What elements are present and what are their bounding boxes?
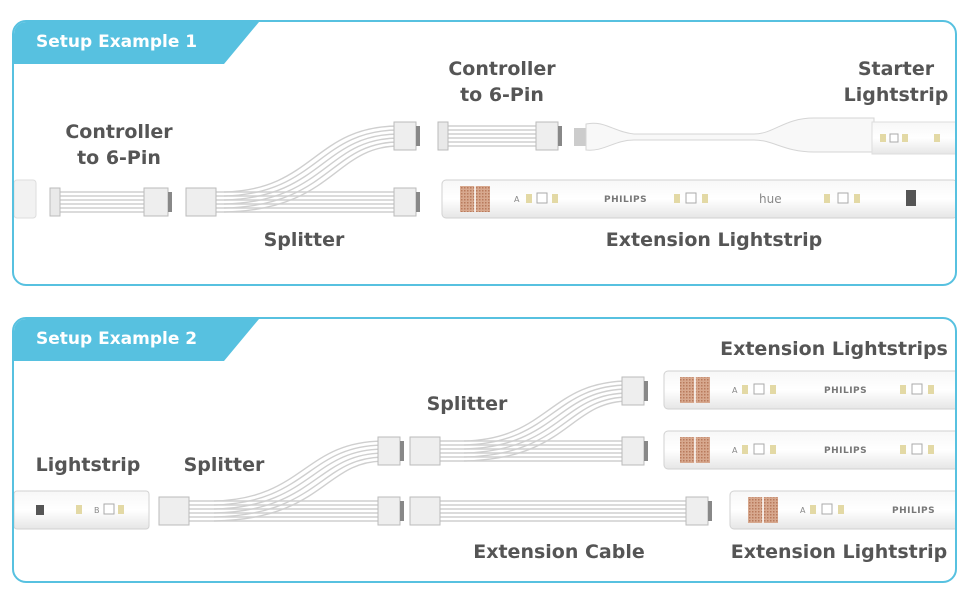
svg-text:A: A (800, 506, 806, 515)
label-controller-top: Controller to 6-Pin (448, 58, 556, 106)
svg-text:PHILIPS: PHILIPS (604, 195, 647, 205)
label-splitter-middle: Splitter (426, 393, 508, 415)
label-splitter: Splitter (263, 229, 345, 251)
setup-example-1-panel: Setup Example 1 (12, 20, 957, 286)
label-extension-lightstrip: Extension Lightstrip (730, 541, 948, 563)
extension-cable (419, 500, 694, 522)
label-extension-lightstrips: Extension Lightstrips (720, 338, 948, 360)
label-extension-cable: Extension Cable (473, 541, 645, 563)
setup-example-2-tab: Setup Example 2 (14, 319, 259, 361)
svg-text:B: B (94, 506, 100, 515)
setup-example-1-tab: Setup Example 1 (14, 22, 259, 64)
svg-text:A: A (732, 446, 738, 455)
splitter-1 (194, 125, 400, 213)
controller-to-6pin-left (54, 191, 149, 213)
lightstrip-left: B (14, 490, 150, 530)
end-cap (14, 179, 37, 219)
setup-example-2-title: Setup Example 2 (36, 329, 198, 349)
extension-lightstrip-bottom: A PHILIPS (729, 490, 955, 530)
splitter-left-2 (169, 440, 385, 522)
label-starter-lightstrip: Starter Lightstrip (843, 58, 949, 106)
controller-to-6pin-top (444, 125, 544, 147)
label-controller-left: Controller to 6-Pin (65, 121, 173, 169)
setup-example-2-panel: Setup Example 2 B (12, 317, 957, 583)
svg-text:A: A (732, 386, 738, 395)
svg-text:PHILIPS: PHILIPS (892, 506, 935, 516)
svg-text:A: A (514, 195, 520, 204)
splitter-mid-2 (419, 380, 630, 462)
svg-text:PHILIPS: PHILIPS (824, 386, 867, 396)
extension-lightstrip-top: A PHILIPS (663, 370, 955, 410)
setup-2-illustration: B (14, 370, 955, 530)
svg-text:PHILIPS: PHILIPS (824, 446, 867, 456)
starter-lightstrip (574, 117, 955, 155)
svg-text:hue: hue (759, 192, 782, 206)
label-lightstrip: Lightstrip (35, 454, 141, 476)
extension-lightstrip-middle: A PHILIPS (663, 430, 955, 470)
extension-lightstrip-1: A PHILIPS hue (441, 179, 955, 219)
setup-1-illustration: A PHILIPS hue (14, 117, 955, 219)
label-splitter-left: Splitter (183, 454, 265, 476)
setup-example-1-title: Setup Example 1 (36, 32, 198, 52)
label-extension-lightstrip: Extension Lightstrip (605, 229, 823, 251)
